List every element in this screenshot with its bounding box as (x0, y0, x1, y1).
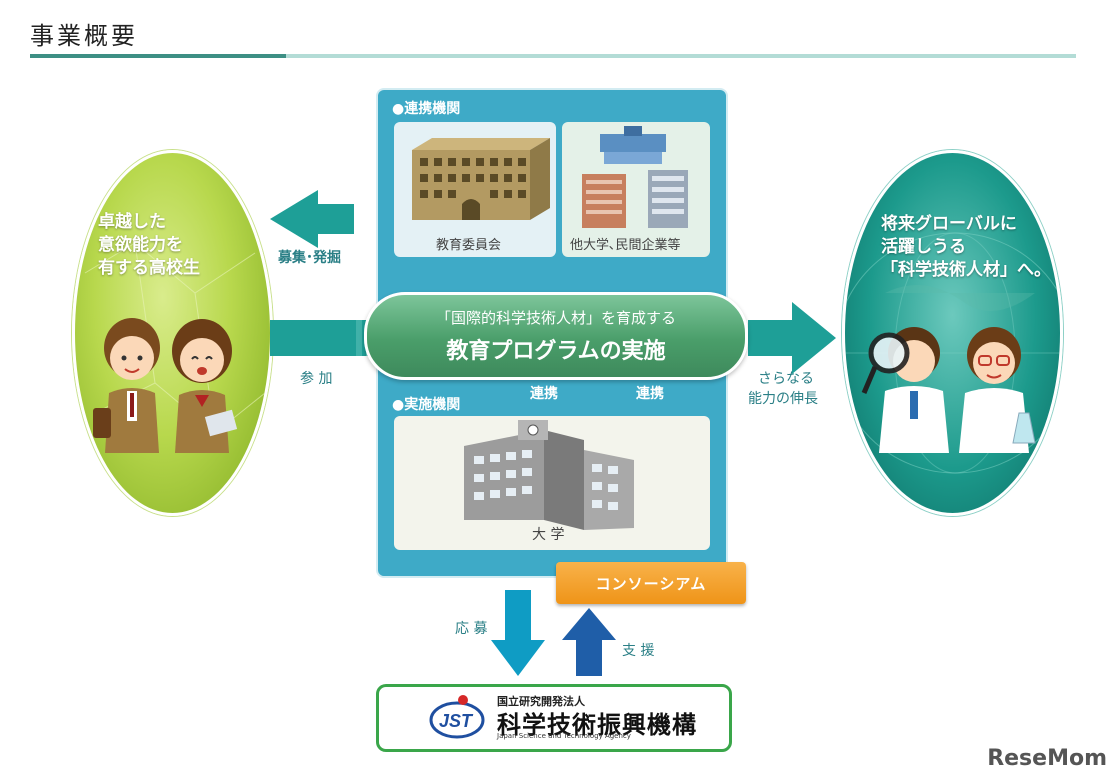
future-line-3: 「科学技術人材」へ。 (881, 260, 1051, 280)
jst-logo-icon: JST (429, 695, 485, 739)
growth-arrow (748, 302, 836, 374)
title-underline (286, 54, 1076, 58)
jst-name: 科学技術振興機構 (497, 711, 697, 739)
students-illustration (93, 318, 238, 453)
participate-label: 参 加 (300, 371, 333, 387)
students-line-1: 卓越した (98, 212, 166, 232)
recruit-arrow (270, 190, 354, 248)
city-buildings-icon (582, 126, 688, 228)
jst-box: JST 国立研究開発法人 科学技術振興機構 Japan Science and … (376, 684, 732, 752)
universities-companies-card: 他大学､民間企業等 (562, 122, 710, 257)
implementing-org-label: ●実施機関 (392, 397, 461, 413)
support-arrow (562, 608, 616, 676)
university-label: 大 学 (532, 527, 565, 543)
consortium-box: コンソーシアム (556, 562, 746, 604)
future-line-1: 将来グローバルに (881, 214, 1017, 234)
resemom-watermark: ReseMom (987, 746, 1107, 771)
title-underline-accent (30, 54, 286, 58)
students-line-3: 有する高校生 (98, 258, 200, 278)
students-ellipse: 卓越した 意欲能力を 有する高校生 (72, 150, 273, 516)
future-text: 将来グローバルに 活躍しうる 「科学技術人材」へ。 (881, 213, 1051, 282)
growth-label-2: 能力の伸長 (748, 391, 818, 407)
students-line-2: 意欲能力を (98, 235, 183, 255)
svg-text:JST: JST (439, 711, 474, 731)
board-of-education-label: 教育委員会 (436, 238, 502, 253)
apply-label: 応 募 (455, 621, 488, 637)
future-line-2: 活躍しうる (881, 237, 966, 257)
link-label-right: 連携 (636, 386, 664, 402)
universities-companies-label: 他大学､民間企業等 (570, 238, 681, 253)
consortium-label: コンソーシアム (595, 575, 707, 593)
office-building-icon (412, 138, 550, 220)
scientists-ellipse: 将来グローバルに 活躍しうる 「科学技術人材」へ。 (842, 150, 1063, 516)
program-pill-subtitle: 「国際的科学技術人材」を育成する (435, 309, 676, 327)
education-program-pill: 「国際的科学技術人材」を育成する 教育プログラムの実施 (364, 292, 748, 380)
participate-arrow (270, 320, 370, 356)
apply-arrow (491, 590, 545, 676)
link-label-left: 連携 (530, 386, 558, 402)
students-text: 卓越した 意欲能力を 有する高校生 (98, 211, 200, 280)
growth-label-1: さらなる (758, 371, 814, 387)
partner-orgs-label: ●連携機関 (392, 101, 461, 117)
support-label: 支 援 (622, 643, 655, 659)
jst-subtitle: 国立研究開発法人 (497, 695, 585, 708)
board-of-education-card: 教育委員会 (394, 122, 556, 257)
university-card: 大 学 (394, 416, 710, 550)
university-building-icon (464, 420, 634, 530)
recruit-label: 募集･発掘 (278, 250, 341, 266)
jst-english-name: Japan Science and Technology Agency (497, 732, 631, 740)
program-pill-title: 教育プログラムの実施 (446, 339, 666, 364)
page-title: 事業概要 (30, 22, 138, 50)
scientists-illustration (861, 327, 1036, 453)
